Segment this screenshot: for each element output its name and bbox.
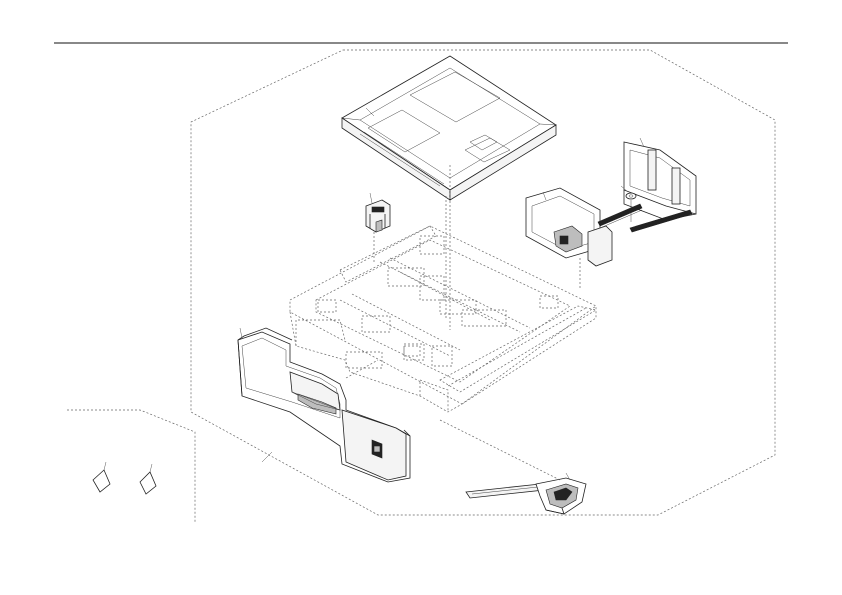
cassette-frame xyxy=(289,225,597,413)
label-kit-boundary xyxy=(67,409,196,522)
rear-guide-lever xyxy=(465,477,587,515)
right-side-guide-assembly xyxy=(525,141,697,267)
front-cover xyxy=(237,327,411,483)
spring-washer xyxy=(625,192,637,222)
side-guide-bracket xyxy=(365,199,391,233)
assembly-boundary xyxy=(190,49,776,516)
label-b xyxy=(139,463,157,495)
paper-tray-top-cover xyxy=(341,55,557,201)
rack-gear xyxy=(597,203,693,233)
label-a xyxy=(92,461,111,493)
